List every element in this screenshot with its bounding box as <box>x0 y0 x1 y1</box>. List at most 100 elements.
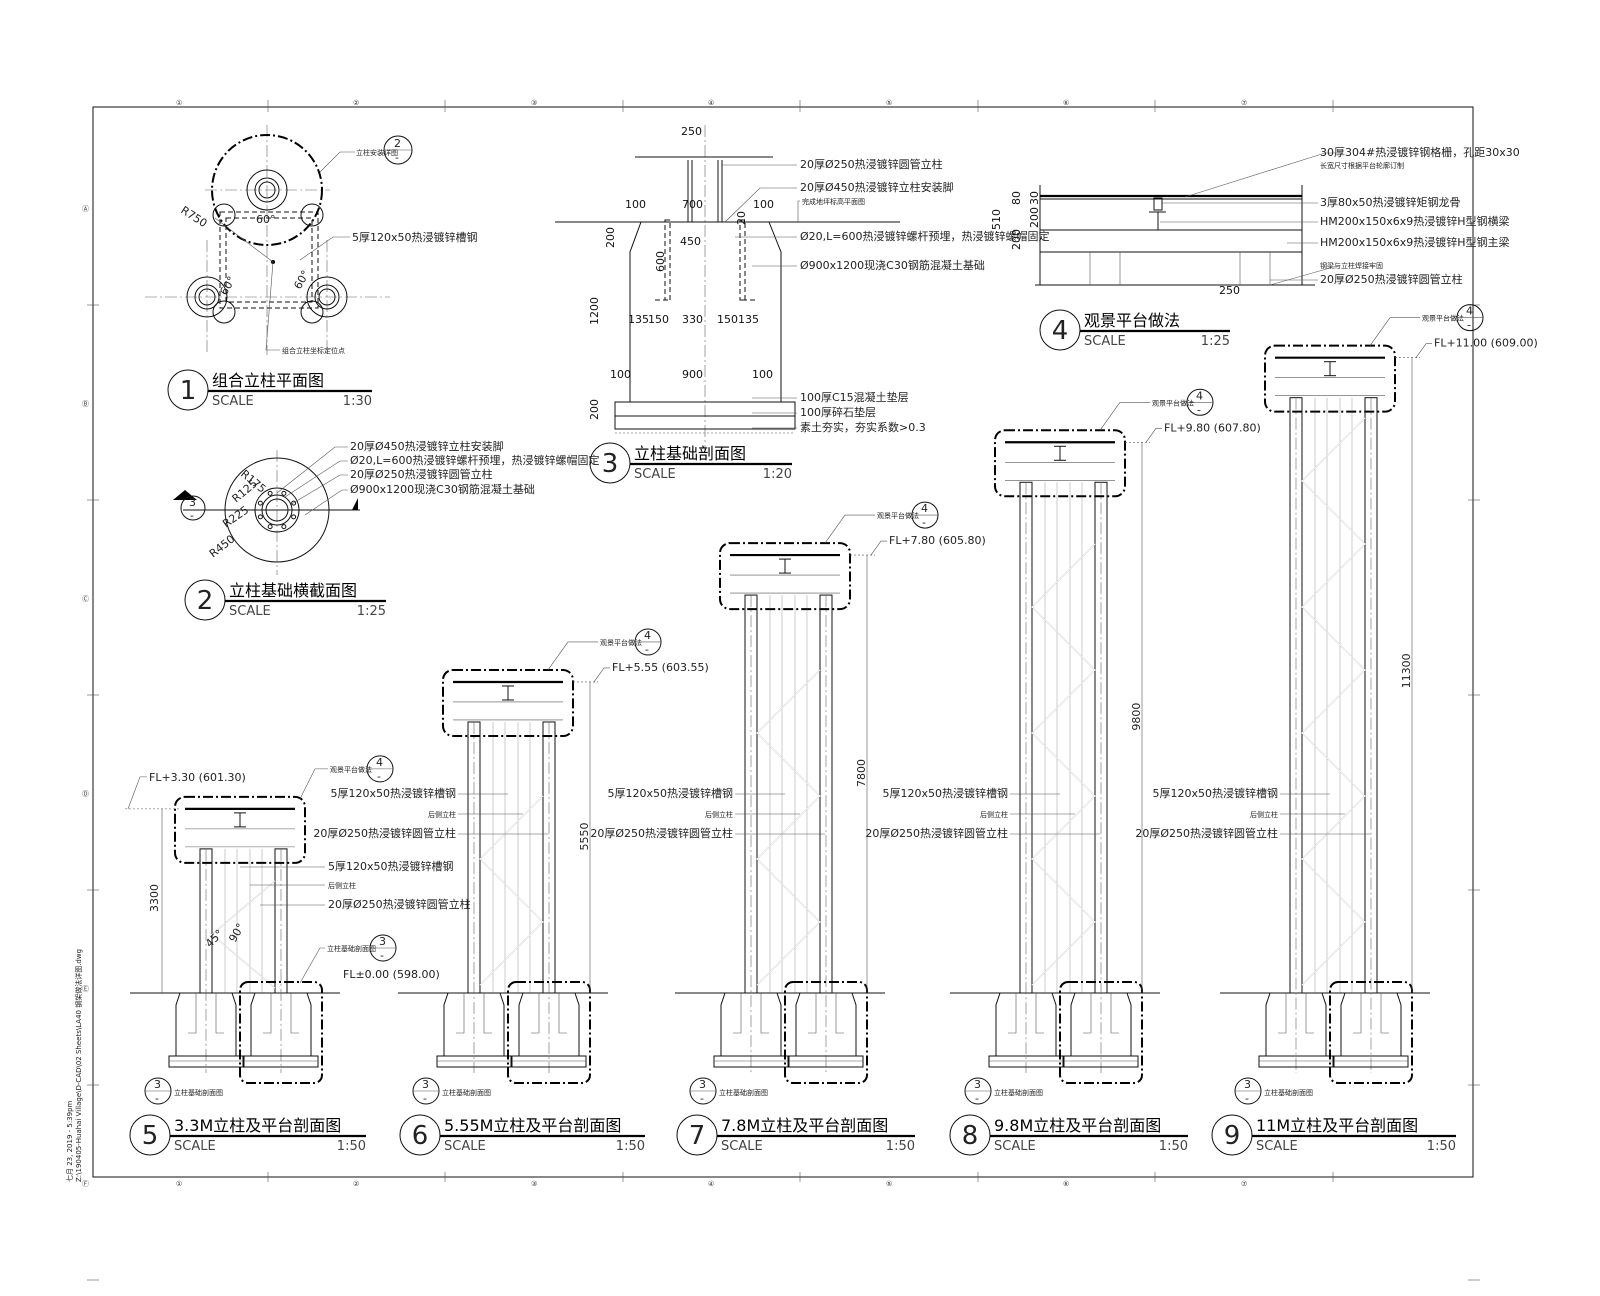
callout-text: 立柱安装详图 <box>356 148 398 157</box>
detail-number: 6 <box>412 1121 429 1151</box>
foundation-body <box>306 992 312 1056</box>
dim-label: 510 <box>990 209 1003 230</box>
foundation-body <box>1265 992 1271 1056</box>
leader-label: 后侧立柱 <box>428 810 456 819</box>
leader-line <box>824 514 875 544</box>
leader-label: Ø900x1200现浇C30钢筋混凝土基础 <box>800 258 985 272</box>
platform-detail-outline[interactable] <box>1264 344 1396 413</box>
foundation-body <box>1340 992 1346 1056</box>
foundation-body <box>175 992 181 1056</box>
dim-label: 600 <box>654 251 667 272</box>
foundation-detail-outline[interactable] <box>784 981 868 1084</box>
foundation-body <box>518 992 524 1056</box>
leader-label: Ø20,L=600热浸镀锌螺杆预埋，热浸镀锌螺帽固定 <box>800 229 1050 243</box>
grid-row-label: Ⓑ <box>82 400 89 408</box>
platform-detail-outline[interactable] <box>442 668 574 737</box>
leader-line <box>547 641 598 671</box>
callout-number: 4 <box>1196 389 1203 402</box>
scale-label: SCALE <box>634 467 676 482</box>
leader-label: Ø900x1200现浇C30钢筋混凝土基础 <box>350 482 535 496</box>
grid-row-label: Ⓔ <box>82 985 89 993</box>
foundation-slab <box>988 1055 1064 1068</box>
ground-fl-elevation: FL±0.00 (598.00) <box>343 968 440 981</box>
grid-column-label: ④ <box>708 1180 714 1188</box>
dim-label: 135 <box>628 313 649 326</box>
file-path: Z:\190405-Huahai Village\D-CAD\02 Sheets… <box>74 949 83 1182</box>
foundation-detail-outline[interactable] <box>507 981 591 1084</box>
section-number: 3 <box>189 496 196 509</box>
detail-title: 5.55M立柱及平台剖面图 <box>444 1116 621 1135</box>
foundation-body <box>443 992 449 1056</box>
callout-sub: - <box>395 151 399 164</box>
dim-label: 100 <box>610 368 631 381</box>
foundation-body <box>250 992 256 1056</box>
detail-title: 组合立柱平面图 <box>212 371 324 390</box>
leader-label: 后侧立柱 <box>980 810 1008 819</box>
section-marker[interactable] <box>180 495 206 521</box>
dim-label: 150 <box>648 313 669 326</box>
leader-label: 5厚120x50热浸镀锌槽钢 <box>330 786 456 800</box>
anchor-bolt <box>188 993 197 1034</box>
foundation-detail-outline[interactable] <box>1329 981 1413 1084</box>
callout-text: 观景平台做法 <box>1422 314 1464 323</box>
height-dimension: 9800 <box>1130 703 1143 731</box>
grid-row-label: Ⓓ <box>82 790 89 798</box>
anchor-bolt <box>1110 993 1119 1034</box>
detail-4-platform: 510 80 30 200 200 250 30厚304#热浸镀锌钢格栅，孔距3… <box>990 145 1520 297</box>
foundation-body <box>776 992 782 1056</box>
platform-detail-outline[interactable] <box>719 542 851 611</box>
leader-label: 20厚Ø250热浸镀锌圆管立柱 <box>1320 272 1463 286</box>
angle-label: 45° <box>203 927 226 950</box>
origin-label: 组合立柱坐标定位点 <box>282 346 345 355</box>
height-dimension: 5550 <box>578 822 591 850</box>
scale-ratio: 1:20 <box>763 467 792 482</box>
fl-leader <box>127 776 147 809</box>
leader-label: 20厚Ø250热浸镀锌圆管立柱 <box>313 826 456 840</box>
fl-elevation: FL+7.80 (605.80) <box>889 534 986 547</box>
diagonal-brace-inner <box>211 880 276 989</box>
grid-column-label: ② <box>353 1180 359 1188</box>
foundation-body <box>1070 992 1076 1056</box>
leader-label: HM200x150x6x9热浸镀锌H型钢横梁 <box>1320 214 1510 228</box>
scale-label: SCALE <box>994 1139 1036 1154</box>
anchor-bolt <box>267 524 273 530</box>
callout-number: 3 <box>1244 1078 1251 1091</box>
leader-label: Ø20,L=600热浸镀锌螺杆预埋，热浸镀锌螺帽固定 <box>350 453 600 467</box>
dim-label: 700 <box>682 198 703 211</box>
fl-elevation: FL+3.30 (601.30) <box>149 771 246 784</box>
platform-detail-outline[interactable] <box>174 795 306 864</box>
leader-label: 20厚Ø450热浸镀锌立柱安装脚 <box>350 439 504 453</box>
callout-sub: - <box>1197 403 1201 416</box>
callout-sub: - <box>975 1092 979 1105</box>
callout-number: 4 <box>921 502 928 515</box>
leader-label: 20厚Ø250热浸镀锌圆管立柱 <box>590 826 733 840</box>
anchor-bolt <box>808 993 817 1034</box>
leader-label: 5厚120x50热浸镀锌槽钢 <box>882 786 1008 800</box>
anchor-bolt <box>215 993 224 1034</box>
leader-label: 后侧立柱 <box>1250 810 1278 819</box>
anchor-bolt <box>290 993 299 1034</box>
dim-label: 20 <box>735 211 748 225</box>
foundation-body <box>1321 992 1327 1056</box>
foundation-detail-outline[interactable] <box>1059 981 1143 1084</box>
detail-1-plan: R750 60° 60° 60° 立柱安装详图 2 - 5厚120x50热浸镀锌… <box>145 125 478 355</box>
leader-label: 20厚Ø250热浸镀锌圆管立柱 <box>1135 826 1278 840</box>
scale-label: SCALE <box>1084 334 1126 349</box>
anchor-bolt <box>1305 993 1314 1034</box>
leader-line <box>299 768 328 800</box>
grid-column-label: ③ <box>531 99 537 107</box>
callout-sub: - <box>922 516 926 529</box>
foundation-slab <box>788 1055 864 1068</box>
height-dimension: 7800 <box>855 759 868 787</box>
foundation-body <box>1051 992 1057 1056</box>
foundation-slab <box>168 1055 244 1068</box>
callout-text: 观景平台做法 <box>600 638 642 647</box>
callout-sub: - <box>423 1092 427 1105</box>
foundation-body <box>1126 992 1132 1056</box>
platform-detail-outline[interactable] <box>994 429 1126 498</box>
foundation-detail-outline[interactable] <box>239 981 323 1084</box>
dim-label: 150 <box>717 313 738 326</box>
detail-number: 4 <box>1052 316 1069 346</box>
